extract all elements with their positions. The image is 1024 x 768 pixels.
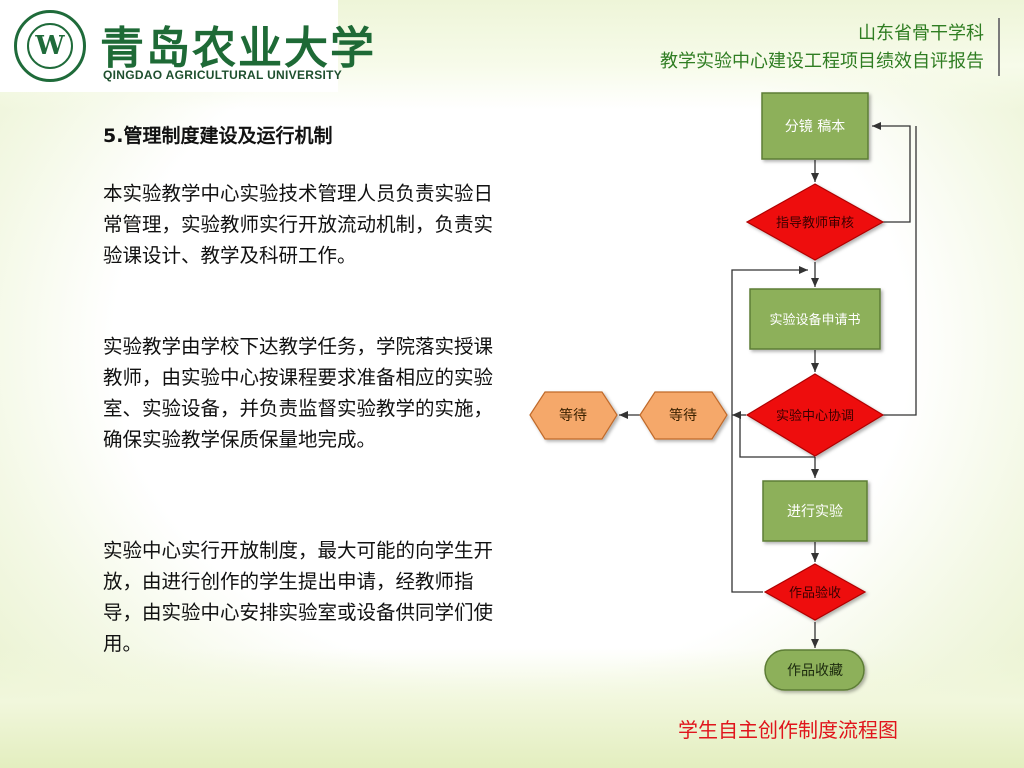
- paragraph-staff-management: 本实验教学中心实验技术管理人员负责实验日常管理，实验教师实行开放流动机制，负责实…: [103, 182, 494, 267]
- node-teacher-review: 指导教师审核: [745, 183, 885, 261]
- node-equipment-application-label: 实验设备申请书: [769, 312, 860, 328]
- school-name-cn: 青岛农业大学: [100, 23, 376, 74]
- paragraph-open-policy: 实验中心实行开放制度，最大可能的向学生开放，由进行创作的学生提出申请，经教师指导…: [103, 539, 494, 655]
- node-work-collection-label: 作品收藏: [787, 663, 843, 679]
- header-divider: [998, 18, 1000, 76]
- header-title: 山东省骨干学科 教学实验中心建设工程项目绩效自评报告: [660, 20, 984, 76]
- section-title: 5.管理制度建设及运行机制: [103, 125, 333, 147]
- school-name-en: QINGDAO AGRICULTURAL UNIVERSITY: [103, 68, 343, 82]
- node-storyboard-label: 分镜 稿本: [785, 119, 845, 135]
- flowchart-caption: 学生自主创作制度流程图: [678, 718, 898, 742]
- node-wait-1-label: 等待: [669, 407, 697, 424]
- node-equipment-application: 实验设备申请书: [749, 288, 881, 350]
- node-work-acceptance: 作品验收: [763, 563, 867, 621]
- node-wait-2-label: 等待: [559, 407, 587, 424]
- flowchart-connectors: [619, 122, 917, 648]
- node-conduct-experiment: 进行实验: [762, 480, 868, 542]
- paragraph-teaching-tasks: 实验教学由学校下达教学任务，学院落实授课教师，由实验中心按课程要求准备相应的实验…: [103, 335, 494, 451]
- node-center-coordination: 实验中心协调: [745, 373, 885, 457]
- arrow-review-back-to-storyboard: [872, 122, 911, 223]
- node-work-collection: 作品收藏: [764, 649, 865, 691]
- node-teacher-review-label: 指导教师审核: [776, 215, 854, 231]
- node-wait-1: 等待: [639, 391, 728, 440]
- node-work-acceptance-label: 作品验收: [789, 585, 841, 601]
- node-storyboard: 分镜 稿本: [761, 92, 869, 160]
- seal-letter: W: [27, 23, 73, 69]
- node-conduct-experiment-label: 进行实验: [787, 504, 843, 520]
- university-seal-icon: W: [14, 10, 86, 82]
- arrow-acceptance-back-to-application: [731, 266, 808, 593]
- node-wait-2: 等待: [529, 391, 618, 440]
- header-line-2: 教学实验中心建设工程项目绩效自评报告: [660, 51, 984, 72]
- university-logo: W 青岛农业大学 QINGDAO AGRICULTURAL UNIVERSITY: [0, 0, 374, 92]
- header-line-1: 山东省骨干学科: [858, 23, 984, 44]
- line-coordination-loop: [739, 415, 815, 458]
- node-center-coordination-label: 实验中心协调: [776, 408, 854, 424]
- arrow-coordination-back-to-storyboard: [883, 126, 917, 416]
